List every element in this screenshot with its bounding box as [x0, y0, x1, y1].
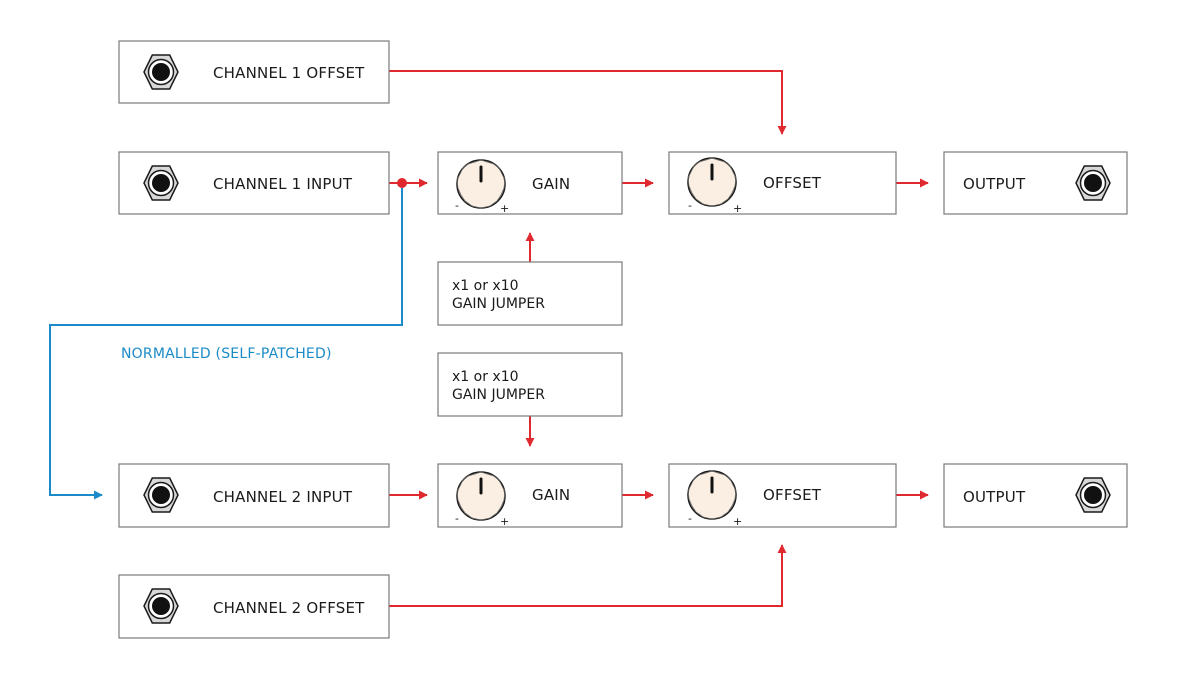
ch1-offset-knob-module: - + OFFSET	[668, 151, 897, 215]
wire-ch2-offset-cv	[389, 544, 787, 607]
ch1-output-label: OUTPUT	[963, 175, 1026, 193]
ch2-output-label: OUTPUT	[963, 488, 1026, 506]
knob-minus-sign: -	[688, 199, 692, 212]
knob-plus-sign: +	[500, 202, 509, 215]
ch2-offset-module: CHANNEL 2 OFFSET	[118, 574, 390, 639]
ch2-output-module: OUTPUT	[943, 463, 1128, 528]
ch2-input-module: CHANNEL 2 INPUT	[118, 463, 390, 528]
knob-plus-sign: +	[500, 515, 509, 528]
ch1-gain-jumper: x1 or x10 GAIN JUMPER	[437, 261, 623, 326]
knob-minus-sign: -	[455, 199, 459, 212]
knob-minus-sign: -	[455, 512, 459, 525]
normalled-label: NORMALLED (SELF-PATCHED)	[121, 346, 332, 362]
jack-icon[interactable]	[143, 54, 179, 90]
ch2-input-label: CHANNEL 2 INPUT	[213, 488, 353, 506]
jack-icon[interactable]	[143, 477, 179, 513]
jack-icon[interactable]	[1075, 165, 1111, 201]
knob-icon[interactable]	[686, 156, 738, 208]
ch1-gain-module: - + GAIN	[437, 151, 623, 215]
knob-plus-sign: +	[733, 202, 742, 215]
ch1-gain-label: GAIN	[532, 175, 570, 193]
ch1-jumper-line1: x1 or x10	[452, 278, 519, 294]
normal-junction-dot	[397, 178, 407, 188]
knob-minus-sign: -	[688, 512, 692, 525]
jack-icon[interactable]	[143, 588, 179, 624]
ch2-offset-knob-module: - + OFFSET	[668, 463, 897, 528]
ch1-offset-knob-label: OFFSET	[763, 174, 822, 192]
ch2-gain-label: GAIN	[532, 486, 570, 504]
knob-icon[interactable]	[686, 469, 738, 521]
knob-plus-sign: +	[733, 515, 742, 528]
knob-icon[interactable]	[455, 158, 507, 210]
ch2-gain-module: - + GAIN	[437, 463, 623, 528]
ch2-jumper-box	[437, 352, 623, 417]
ch2-offset-label: CHANNEL 2 OFFSET	[213, 599, 365, 617]
ch1-input-module: CHANNEL 1 INPUT	[118, 151, 390, 215]
ch1-input-label: CHANNEL 1 INPUT	[213, 175, 353, 193]
ch2-offset-knob-label: OFFSET	[763, 486, 822, 504]
jack-icon[interactable]	[1075, 477, 1111, 513]
ch1-jumper-line2: GAIN JUMPER	[452, 296, 545, 312]
ch2-jumper-line2: GAIN JUMPER	[452, 387, 545, 403]
ch1-output-module: OUTPUT	[943, 151, 1128, 215]
ch1-offset-module: CHANNEL 1 OFFSET	[118, 40, 390, 104]
jack-icon[interactable]	[143, 165, 179, 201]
wire-ch1-offset-cv	[389, 70, 787, 135]
ch1-jumper-box	[437, 261, 623, 326]
knob-icon[interactable]	[455, 470, 507, 522]
ch2-jumper-line1: x1 or x10	[452, 369, 519, 385]
ch2-gain-jumper: x1 or x10 GAIN JUMPER	[437, 352, 623, 417]
wire-normalled	[49, 188, 403, 500]
wires	[49, 70, 929, 607]
ch1-offset-label: CHANNEL 1 OFFSET	[213, 64, 365, 82]
